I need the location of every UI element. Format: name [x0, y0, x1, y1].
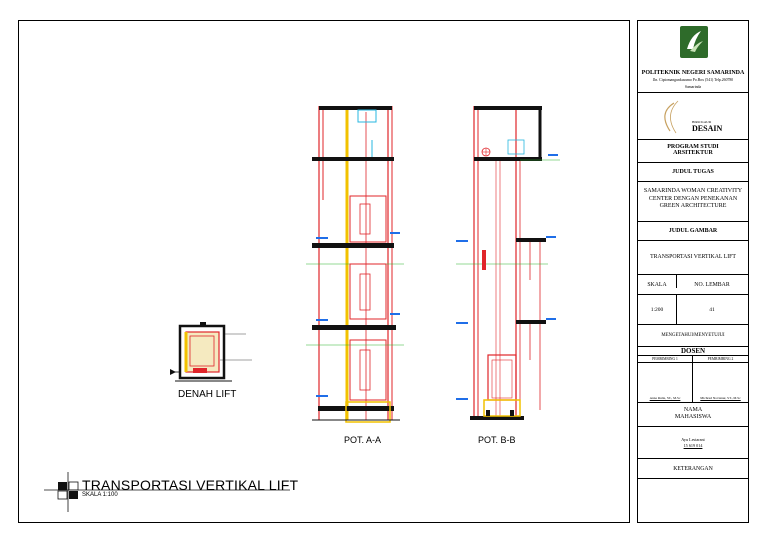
- project-label-cell: JUDUL TUGAS: [638, 163, 748, 182]
- supervisors-cell: PEMBIMBING 1 Anna Rulia, ST., M.Sc PEMBI…: [638, 356, 748, 403]
- lecturer-cell: DOSEN: [638, 347, 748, 356]
- section-a-a: [306, 106, 404, 423]
- drawing-label-cell: JUDUL GAMBAR: [638, 222, 748, 241]
- approval-label: MENGETAHUI/MENYETUJUI: [661, 333, 725, 338]
- institution-name: POLITEKNIK NEGERI SAMARINDA: [641, 70, 745, 76]
- approval-cell: MENGETAHUI/MENYETUJUI: [638, 325, 748, 347]
- sheet-title: TRANSPORTASI VERTIKAL LIFT: [82, 477, 299, 493]
- notes-cell: KETERANGAN: [638, 459, 748, 479]
- bureau-name: DESAIN: [692, 124, 723, 133]
- project-title: SAMARINDA WOMAN CREATIVITY CENTER DENGAN…: [643, 188, 743, 209]
- institution-cell: POLITEKNIK NEGERI SAMARINDA Jln. Ciptoma…: [638, 21, 748, 93]
- bureau-small: BIRO KAUR: [692, 120, 712, 124]
- supervisor1-box: PEMBIMBING 1 Anna Rulia, ST., M.Sc: [638, 356, 693, 403]
- bureau-cell: BIRO KAUR DESAIN: [638, 93, 748, 140]
- student-label-cell: NAMA MAHASISWA: [638, 403, 748, 427]
- sheet-number-label: NO. LEMBAR: [694, 282, 730, 288]
- institution-address: Jln. Ciptomangunkusumo Po.Box (541) Telp…: [652, 78, 734, 82]
- institution-logo: [680, 26, 708, 58]
- student-id: 15 619 014: [683, 443, 703, 448]
- drawing-cell: TRANSPORTASI VERTIKAL LIFT: [638, 241, 748, 275]
- title-symbol: [44, 472, 290, 512]
- scale-label: SKALA: [638, 275, 677, 288]
- supervisor1-name: Anna Rulia, ST., M.Sc: [649, 396, 681, 400]
- supervisor1-label: PEMBIMBING 1: [638, 356, 692, 363]
- scale-header-row: SKALA NO. LEMBAR: [638, 275, 748, 295]
- supervisor2-name: Michrud Novianur, ST., M.Sc: [700, 396, 741, 400]
- title-block: POLITEKNIK NEGERI SAMARINDA Jln. Ciptoma…: [637, 20, 749, 523]
- notes-label: KETERANGAN: [673, 466, 713, 472]
- bureau-logo: [664, 100, 679, 134]
- section-b-b: [456, 106, 560, 420]
- scale-value-row: 1:200 41: [638, 295, 748, 325]
- lift-plan: [170, 322, 252, 382]
- scale-value: 1:200: [638, 295, 677, 325]
- supervisor2-label: PEMBIMBING 2: [693, 356, 748, 363]
- project-cell: SAMARINDA WOMAN CREATIVITY CENTER DENGAN…: [638, 182, 748, 222]
- sheet-number-value: 41: [709, 307, 715, 313]
- student-label: NAMA MAHASISWA: [674, 407, 712, 420]
- program-name: ARSITEKTUR: [673, 150, 713, 156]
- lecturer-label: DOSEN: [680, 347, 706, 355]
- student-name: Ayu Lestarani: [681, 437, 705, 442]
- program-cell: PROGRAM STUDI ARSITEKTUR: [638, 140, 748, 163]
- section-a-title: POT. A-A: [344, 435, 382, 445]
- drawing-title: TRANSPORTASI VERTIKAL LIFT: [650, 254, 736, 260]
- plan-title: DENAH LIFT: [178, 389, 237, 400]
- project-label: JUDUL TUGAS: [672, 169, 714, 175]
- institution-city: Samarinda: [684, 85, 702, 89]
- drawing-frame: [18, 20, 630, 523]
- program-label: PROGRAM STUDI: [667, 144, 719, 150]
- drawing-label: JUDUL GAMBAR: [668, 228, 718, 234]
- supervisor2-box: PEMBIMBING 2 Michrud Novianur, ST., M.Sc: [693, 356, 748, 403]
- sheet-scale: SKALA 1:100: [82, 492, 118, 498]
- student-cell: Ayu Lestarani 15 619 014: [638, 427, 748, 459]
- section-b-title: POT. B-B: [478, 435, 516, 445]
